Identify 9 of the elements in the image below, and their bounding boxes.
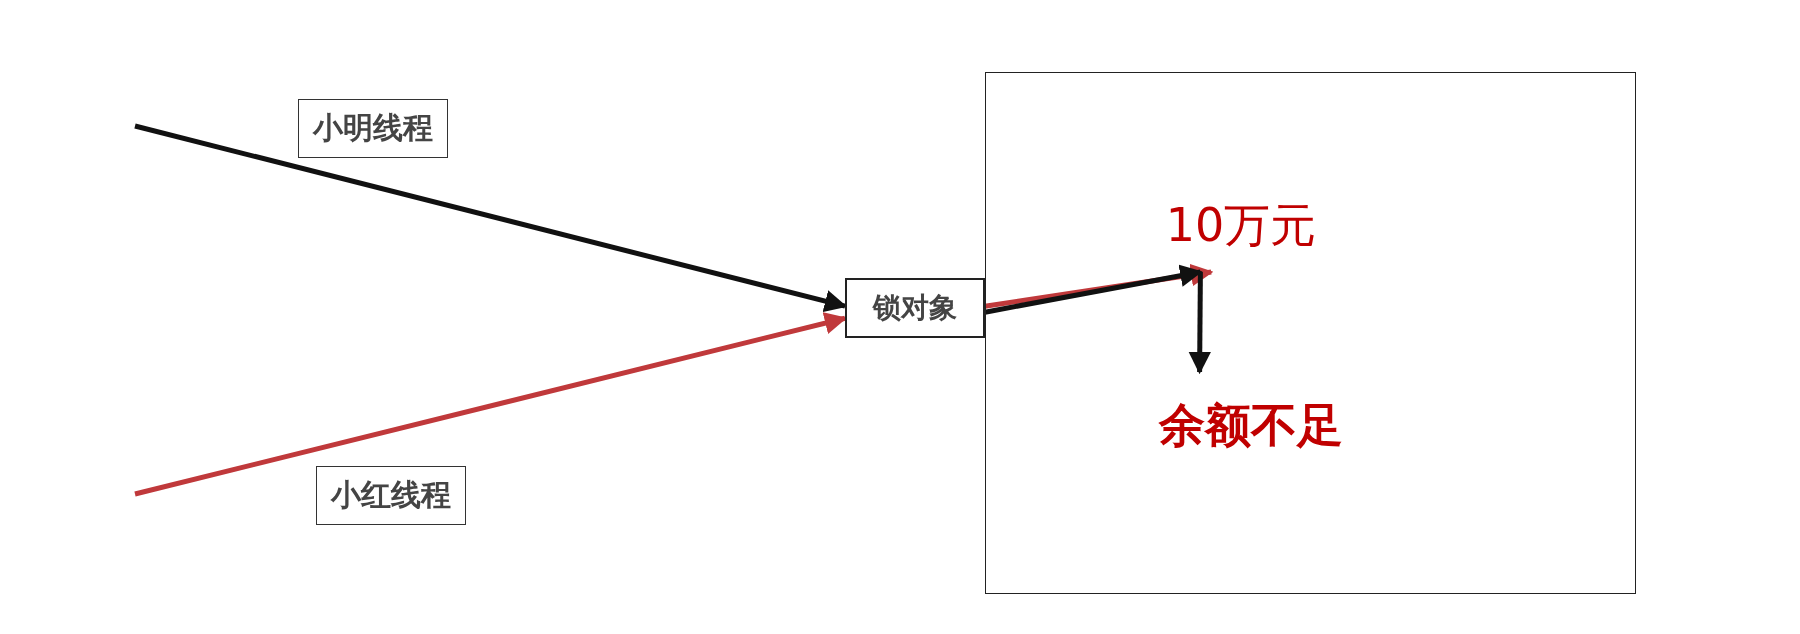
arrow (984, 263, 1214, 309)
arrow (984, 264, 1203, 315)
thread-label: 小红线程 (316, 466, 466, 525)
thread-label: 小明线程 (298, 99, 448, 158)
lock-object-box: 锁对象 (845, 278, 985, 338)
balance-text: 10万元 (1151, 199, 1331, 273)
memory-frame (985, 72, 1636, 594)
status-text: 余额不足 (1131, 373, 1371, 457)
arrow (1188, 272, 1211, 375)
